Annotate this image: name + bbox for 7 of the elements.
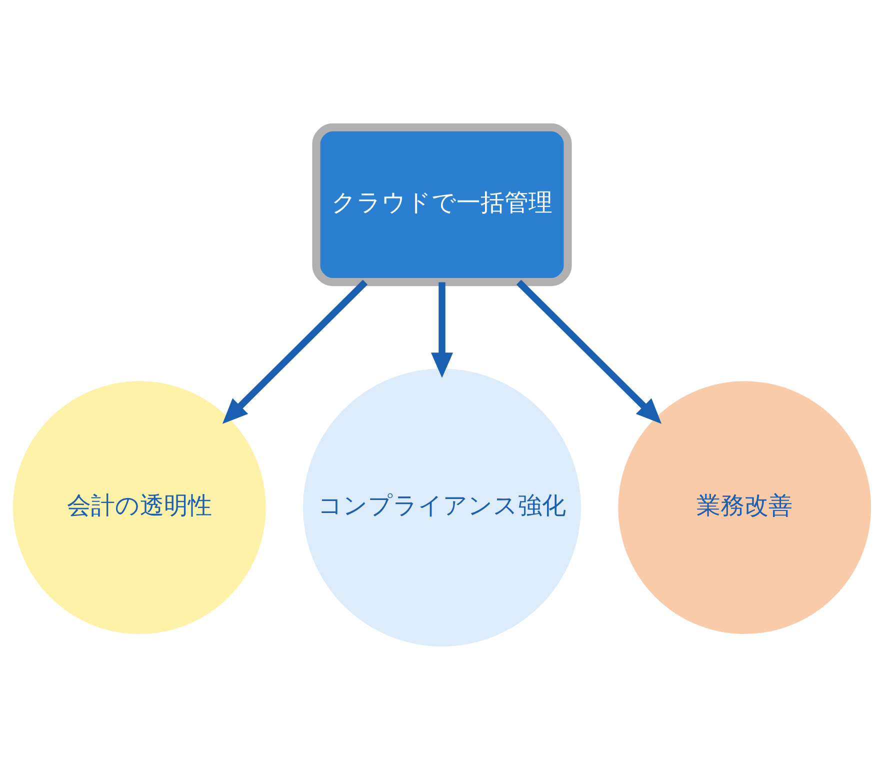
node-circle: コンプライアンス強化 bbox=[303, 368, 581, 646]
node-box: クラウドで一括管理 bbox=[312, 123, 572, 286]
arrow bbox=[430, 282, 454, 378]
node-circle: 業務改善 bbox=[618, 381, 872, 634]
arrow bbox=[222, 280, 368, 424]
arrow bbox=[516, 280, 662, 424]
node-circle: 会計の透明性 bbox=[12, 381, 266, 634]
